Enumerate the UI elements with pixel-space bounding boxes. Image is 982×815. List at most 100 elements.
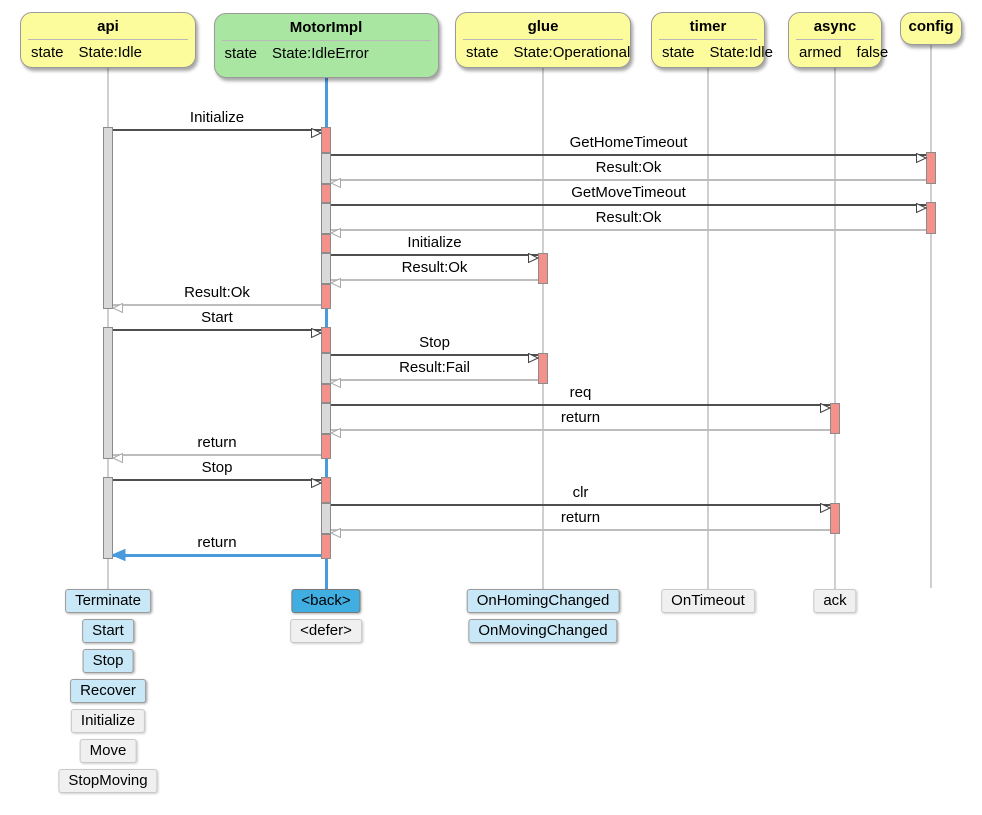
message-label: Stop [419, 334, 450, 351]
arrowhead-icon [111, 450, 123, 468]
participant-box-motorimpl[interactable]: MotorImpl state State:IdleError [213, 13, 439, 78]
participant-attr-key: state [662, 44, 695, 61]
message-line-result-ok [331, 179, 926, 181]
participant-title: async [813, 18, 857, 35]
message-line-result-fail [331, 379, 538, 381]
message-label: Result:Ok [401, 259, 468, 276]
participant-attr-key: state [31, 44, 64, 61]
arrowhead-icon [329, 225, 341, 243]
activation-segment-config [926, 202, 936, 234]
message-label: Result:Ok [184, 284, 250, 301]
activation-segment-motorimpl [321, 153, 331, 184]
event-button-start[interactable]: Start [82, 619, 134, 643]
event-button-ontimeout[interactable]: OnTimeout [661, 589, 755, 613]
event-button-defer[interactable]: <defer> [290, 619, 362, 643]
activation-segment-motorimpl [321, 253, 331, 284]
participant-attr-key: armed [799, 44, 842, 61]
activation-segment-motorimpl [321, 327, 331, 353]
activation-segment-motorimpl [321, 503, 331, 534]
event-button-ack[interactable]: ack [813, 589, 857, 613]
message-label: req [569, 384, 592, 401]
arrowhead-icon [329, 525, 341, 543]
participant-title: glue [527, 18, 559, 35]
activation-segment-api [103, 477, 113, 559]
activation-segment-motorimpl [321, 284, 331, 309]
lifeline-timer [707, 66, 709, 589]
arrowhead-icon [528, 250, 540, 268]
participant-attr-value: State:Operational [513, 44, 631, 61]
message-label: Stop [201, 459, 233, 476]
participant-attr-row: armed false [789, 40, 888, 61]
arrowhead-icon [311, 325, 323, 343]
event-button-terminate[interactable]: Terminate [65, 589, 151, 613]
arrowhead-icon [528, 350, 540, 368]
participant-title-separator [796, 39, 874, 40]
message-line-result-ok [331, 279, 538, 281]
activation-segment-async [830, 503, 840, 534]
participant-attr-row: state State:IdleError [215, 41, 438, 62]
event-button-onhomingchanged[interactable]: OnHomingChanged [466, 589, 620, 613]
participant-box-async[interactable]: async armed false [788, 12, 888, 68]
message-line-result-ok [331, 229, 926, 231]
event-button-initialize[interactable]: Initialize [70, 709, 146, 733]
event-button-back[interactable]: <back> [291, 589, 361, 613]
lifeline-async [834, 66, 836, 589]
message-label: Result:Ok [595, 159, 662, 176]
message-label: Initialize [407, 234, 462, 251]
arrowhead-icon [329, 375, 341, 393]
highlight-arrowhead-icon [110, 548, 126, 567]
participant-title-separator [659, 39, 757, 40]
participant-attr-row: state State:Idle [21, 40, 195, 61]
arrowhead-icon [820, 400, 832, 418]
event-button-recover[interactable]: Recover [70, 679, 146, 703]
message-line-getmovetimeout [331, 204, 926, 206]
message-label: Result:Fail [399, 359, 470, 376]
participant-attr-value: State:Idle [78, 44, 142, 61]
activation-segment-motorimpl [321, 403, 331, 434]
message-line-return [113, 454, 321, 456]
participant-attr-value: false [856, 44, 889, 61]
participant-box-glue[interactable]: glue state State:Operational [455, 12, 631, 68]
activation-segment-async [830, 403, 840, 434]
message-label: GetHomeTimeout [569, 134, 688, 151]
message-label: return [197, 434, 237, 451]
participant-attr-value: State:IdleError [272, 45, 369, 62]
activation-segment-motorimpl [321, 353, 331, 384]
activation-segment-motorimpl [321, 434, 331, 459]
arrowhead-icon [329, 275, 341, 293]
event-button-stop[interactable]: Stop [82, 649, 134, 673]
participant-box-config[interactable]: config [900, 12, 962, 45]
arrowhead-icon [311, 125, 323, 143]
message-line-initialize [113, 129, 321, 131]
participant-attr-row: state State:Operational [456, 40, 630, 61]
message-line-return [113, 553, 321, 557]
message-line-clr [331, 504, 830, 506]
event-button-move[interactable]: Move [79, 739, 137, 763]
message-label: return [560, 409, 601, 426]
message-label: Initialize [189, 109, 245, 126]
participant-title: api [97, 18, 119, 35]
participant-title: timer [689, 18, 727, 35]
activation-segment-motorimpl [321, 184, 331, 203]
participant-title: MotorImpl [289, 19, 363, 36]
activation-segment-motorimpl [321, 127, 331, 153]
message-line-req [331, 404, 830, 406]
message-label: GetMoveTimeout [571, 184, 686, 201]
arrowhead-icon [111, 300, 123, 318]
message-label: Start [201, 309, 233, 326]
message-line-gethometimeout [331, 154, 926, 156]
event-button-stopmoving[interactable]: StopMoving [58, 769, 158, 793]
message-line-start [113, 329, 321, 331]
activation-segment-api [103, 327, 113, 459]
participant-title-separator [28, 39, 188, 40]
message-label: return [197, 534, 237, 551]
event-button-onmovingchanged[interactable]: OnMovingChanged [468, 619, 618, 643]
participant-box-api[interactable]: api state State:Idle [20, 12, 196, 68]
arrowhead-icon [820, 500, 832, 518]
participant-attr-key: state [224, 45, 258, 62]
participant-title-separator [463, 39, 623, 40]
message-label: clr [572, 484, 589, 501]
participant-attr-key: state [466, 44, 499, 61]
